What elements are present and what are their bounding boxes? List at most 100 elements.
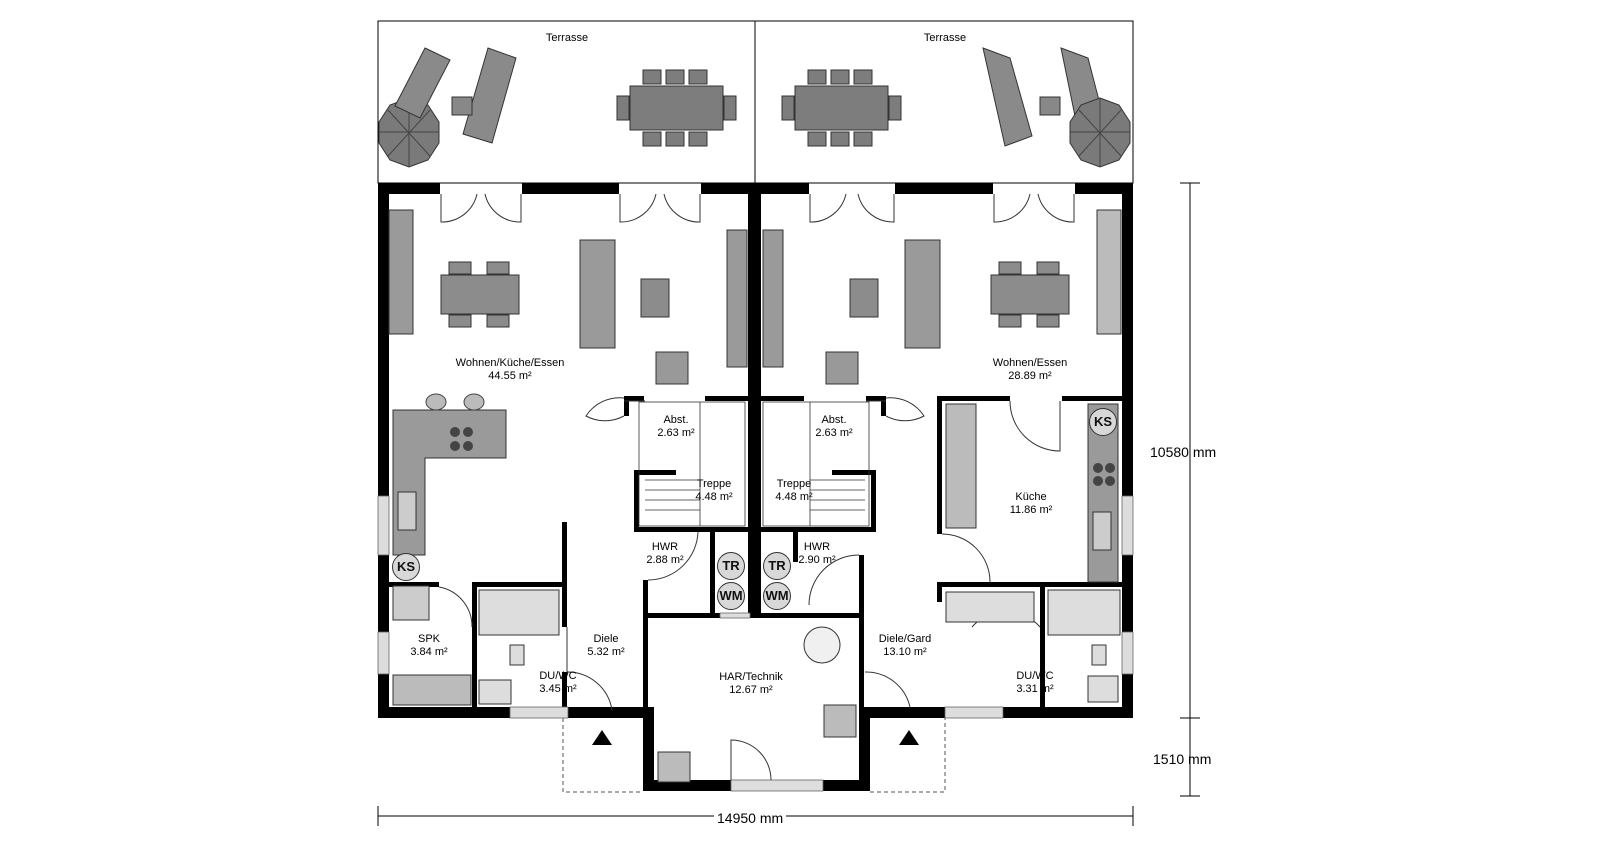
dimension-height-entry: 1510 mm (1153, 751, 1212, 767)
washer-symbol: WM (717, 582, 745, 610)
room-label-terrace: Terrasse (545, 32, 589, 44)
room-name: Diele/Gard (878, 633, 932, 645)
room-area: 28.89 m² (1008, 370, 1052, 382)
doors (438, 193, 1075, 781)
sofa-right (904, 239, 941, 349)
dryer-symbol: TR (763, 552, 791, 580)
sink-left (397, 491, 417, 531)
side-table (1039, 96, 1061, 116)
windows (377, 495, 1134, 792)
bar-stools (425, 393, 485, 411)
toilet-right (1091, 644, 1107, 666)
room-area: 4.48 m² (775, 491, 813, 503)
room-name: HAR/Technik (719, 671, 783, 683)
dining-set-right (781, 69, 902, 147)
sink-right (1092, 511, 1112, 551)
room-area: 4.48 m² (695, 491, 733, 503)
room-area: 44.55 m² (488, 370, 532, 382)
room-name: Abst. (663, 414, 689, 426)
heater-unit (823, 704, 857, 738)
room-area: 3.45 m² (539, 683, 577, 695)
porch-outline (562, 718, 946, 793)
sideboard-right (762, 229, 784, 368)
sun-lounger (394, 47, 517, 144)
coffee-table-left (640, 278, 670, 318)
armchair-left (655, 351, 689, 385)
room-name: Treppe (696, 478, 732, 490)
washbasin-right (1087, 675, 1119, 703)
room-name: HWR (651, 541, 679, 553)
stove-right (1093, 463, 1115, 486)
washbasin-left (478, 679, 512, 705)
room-name: Treppe (776, 478, 812, 490)
room-label-terrace: Terrasse (923, 32, 967, 44)
boiler (803, 626, 841, 664)
shower-right (1047, 589, 1121, 636)
interior-walls (389, 396, 1122, 707)
dimension-width: 14950 mm (714, 810, 787, 826)
wardrobe-right (945, 591, 1035, 623)
shelf-spk (392, 674, 472, 706)
room-label-abst-left: Abst.2.63 m² (657, 414, 694, 440)
dryer-symbol: TR (717, 552, 745, 580)
room-name: SPK (417, 633, 441, 645)
sofa-left (579, 239, 616, 349)
armchair-right (825, 351, 859, 385)
dining-table-right (990, 261, 1070, 328)
room-name: Wohnen/Küche/Essen (455, 357, 565, 369)
room-name: Wohnen/Essen (992, 357, 1068, 369)
room-area: 3.31 m² (1016, 683, 1054, 695)
room-area: 5.32 m² (587, 646, 625, 658)
room-name: DU/WC (539, 670, 577, 682)
room-label-abst-right: Abst.2.63 m² (815, 414, 852, 440)
parasol-left (378, 97, 440, 168)
fridge-symbol: KS (392, 553, 420, 581)
party-wall (748, 183, 761, 613)
heater-unit (657, 751, 691, 783)
dining-set-left (616, 69, 737, 147)
bench-right (1096, 209, 1122, 335)
entry-arrow-icon (592, 730, 919, 745)
washer-symbol: WM (763, 582, 791, 610)
tall-cabinets (945, 403, 977, 529)
fridge-symbol: KS (1089, 408, 1117, 436)
room-area: 2.90 m² (798, 554, 836, 566)
toilet-left (509, 644, 525, 666)
sideboard-left (726, 229, 748, 368)
room-name: Abst. (821, 414, 847, 426)
room-area: 2.88 m² (646, 554, 684, 566)
stove-left (450, 427, 473, 451)
dining-table-left (440, 261, 520, 328)
room-area: 2.63 m² (815, 427, 853, 439)
room-name: Diele (593, 633, 619, 645)
stairs-right (762, 401, 870, 527)
parasol-right (1069, 97, 1131, 168)
room-area: 2.63 m² (657, 427, 695, 439)
room-name: HWR (803, 541, 831, 553)
room-area: 12.67 m² (729, 684, 773, 696)
room-area: 11.86 m² (1009, 504, 1053, 516)
dimension-height-main: 10580 mm (1150, 444, 1217, 460)
fridge-left (392, 585, 430, 621)
shower-left (478, 589, 560, 636)
coffee-table-right (849, 278, 879, 318)
side-table (451, 96, 473, 116)
stairs-left (638, 401, 746, 527)
room-name: Küche (1015, 491, 1047, 503)
room-name: DU/WC (1016, 670, 1054, 682)
room-area: 3.84 m² (410, 646, 448, 658)
